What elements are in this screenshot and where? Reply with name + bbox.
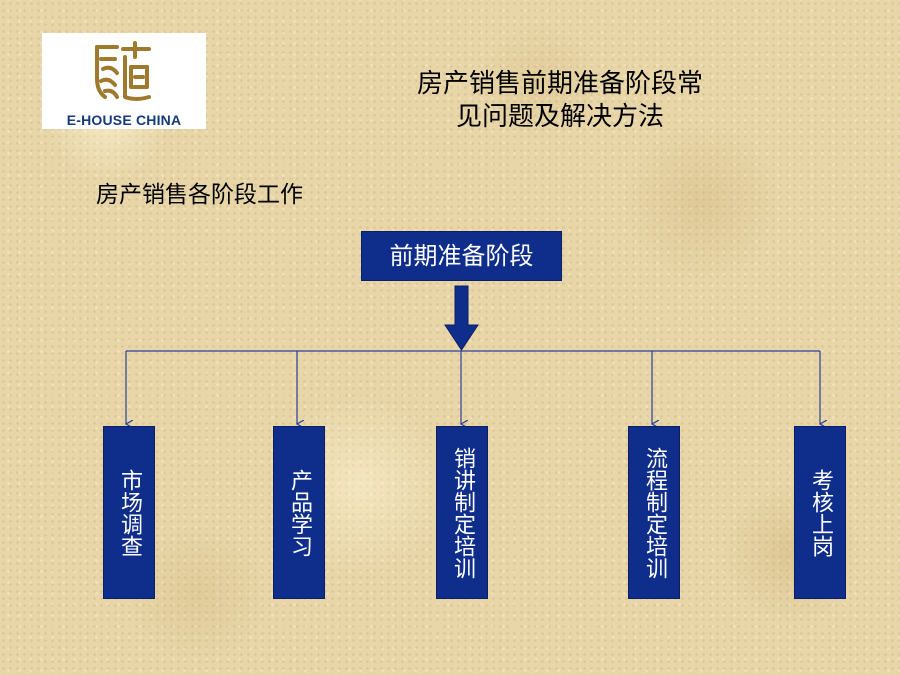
diagram-node-label: 市场调查	[117, 468, 142, 557]
diagram-node-process-training: 流程制定培训	[628, 426, 680, 599]
down-arrow-icon	[444, 285, 479, 351]
page-title-line-1: 房产销售前期准备阶段常	[416, 69, 703, 99]
diagram-root-node: 前期准备阶段	[361, 231, 562, 281]
diagram-node-product-learning: 产品学习	[273, 426, 325, 599]
logo-text: E-HOUSE CHINA	[66, 112, 182, 128]
diagram-node-sales-pitch-training: 销讲制定培训	[436, 426, 488, 599]
section-subtitle: 房产销售各阶段工作	[96, 182, 303, 208]
page-title-line-2: 见问题及解决方法	[455, 102, 664, 132]
diagram-node-label: 流程制定培训	[642, 446, 667, 579]
seal-logo-icon	[95, 41, 151, 101]
diagram-node-assessment: 考核上岗	[794, 426, 846, 599]
diagram-node-label: 考核上岗	[808, 468, 833, 557]
diagram-node-label: 产品学习	[287, 468, 312, 557]
company-logo: E-HOUSE CHINA	[42, 33, 206, 129]
page-title: 房产销售前期准备阶段常 见问题及解决方法	[340, 68, 780, 134]
diagram-node-market-research: 市场调查	[103, 426, 155, 599]
diagram-node-label: 销讲制定培训	[450, 446, 475, 579]
